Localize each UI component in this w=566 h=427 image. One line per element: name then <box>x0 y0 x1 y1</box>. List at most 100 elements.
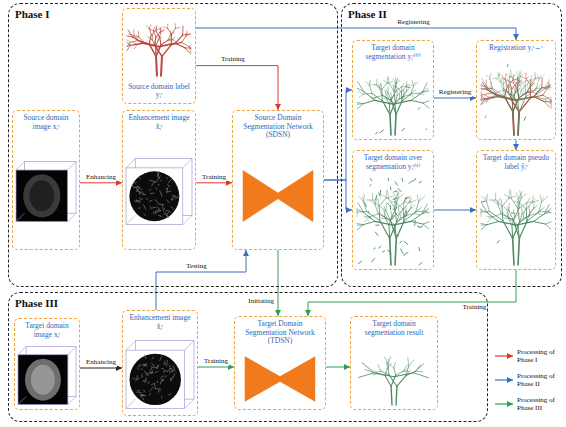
drawing-part <box>516 71 519 76</box>
drawing-part <box>526 89 528 97</box>
drawing-part <box>149 200 152 202</box>
drawing-part <box>395 225 397 238</box>
drawing-part <box>506 74 512 77</box>
drawing-part <box>362 197 364 202</box>
drawing-part <box>534 89 545 97</box>
drawing-part <box>155 213 156 215</box>
box-label: Registration yᵢˢ→ᵗ <box>477 41 555 56</box>
drawing-part <box>384 207 386 212</box>
drawing-part <box>183 215 192 224</box>
image-box: Source Domain Segmentation Network (SDSN… <box>232 110 324 250</box>
drawing-part <box>518 100 519 112</box>
drawing-part <box>545 224 551 229</box>
drawing-part <box>136 35 139 37</box>
drawing-part <box>143 390 145 393</box>
drawing-part <box>388 178 389 180</box>
drawing-part <box>151 182 155 186</box>
drawing-part <box>406 84 408 87</box>
drawing-part <box>527 212 539 221</box>
drawing-part <box>422 209 428 213</box>
edge-label: Training <box>220 56 246 64</box>
drawing-part <box>135 378 139 381</box>
drawing-part <box>393 192 396 198</box>
drawing-part <box>398 194 403 198</box>
drawing-part <box>411 221 423 224</box>
drawing-part <box>518 112 519 135</box>
image-box: Target domain segmentation yᵢᵗ⁽⁰⁾ <box>352 40 434 140</box>
drawing-part <box>409 360 414 366</box>
drawing-part <box>174 197 179 199</box>
drawing-part <box>173 37 175 40</box>
drawing-part <box>512 100 514 112</box>
drawing-part <box>545 222 551 224</box>
flow-arrow <box>434 98 476 99</box>
mri-s-illustration <box>16 162 76 222</box>
drawing-part <box>486 75 490 80</box>
drawing-part <box>518 112 519 135</box>
drawing-part <box>167 24 168 29</box>
drawing-part <box>399 97 404 99</box>
drawing-part <box>157 175 160 180</box>
flow-arrow <box>196 182 232 183</box>
drawing-part <box>419 181 421 182</box>
drawing-part <box>155 371 158 373</box>
drawing-part <box>422 83 427 92</box>
drawing-part <box>153 27 155 31</box>
drawing-part <box>139 199 143 201</box>
drawing-part <box>363 194 365 202</box>
drawing-part <box>384 212 387 219</box>
drawing-part <box>160 30 165 32</box>
drawing-part <box>381 84 383 89</box>
drawing-part <box>132 184 135 188</box>
drawing-part <box>380 88 382 95</box>
drawing-part <box>131 43 143 45</box>
drawing-part <box>133 37 143 43</box>
drawing-part <box>280 356 315 401</box>
drawing-part <box>404 369 408 371</box>
drawing-part <box>374 373 394 377</box>
box-label: Source domain image xᵢˢ <box>13 111 79 134</box>
drawing-part <box>155 56 158 75</box>
drawing-part <box>161 376 164 377</box>
drawing-part <box>534 97 546 100</box>
drawing-part <box>541 78 542 88</box>
legend-entry: Processing of Phase II <box>494 372 561 388</box>
drawing-part <box>396 91 397 96</box>
drawing-part <box>365 202 367 206</box>
drawing-part <box>166 188 168 193</box>
edge-label: Registering <box>438 89 472 97</box>
drawing-part <box>539 207 545 212</box>
drawing-part <box>357 212 358 216</box>
legend-text: Processing of Phase III <box>517 396 561 412</box>
drawing-part <box>509 84 511 88</box>
drawing-part <box>168 29 172 35</box>
drawing-part <box>159 191 161 194</box>
drawing-part <box>169 372 171 374</box>
drawing-part <box>24 162 76 214</box>
drawing-part <box>385 357 389 364</box>
drawing-part <box>158 184 160 186</box>
flow-arrow <box>198 367 234 368</box>
drawing-part <box>130 354 181 405</box>
drawing-part <box>498 221 516 225</box>
drawing-part <box>395 238 396 265</box>
drawing-part <box>482 196 487 202</box>
drawing-part <box>521 208 523 214</box>
drawing-part <box>396 87 401 92</box>
drawing-part <box>487 213 498 222</box>
drawing-part <box>501 199 503 206</box>
drawing-part <box>126 215 135 224</box>
drawing-part <box>145 379 147 382</box>
drawing-part <box>138 207 140 208</box>
drawing-part <box>379 246 381 248</box>
drawing-part <box>155 199 158 203</box>
drawing-part <box>388 87 389 93</box>
drawing-part <box>23 174 60 217</box>
drawing-part <box>378 199 380 206</box>
drawing-part <box>514 96 519 112</box>
drawing-part <box>160 380 162 385</box>
drawing-part <box>155 37 156 45</box>
drawing-part <box>518 225 520 238</box>
drawing-part <box>160 28 161 32</box>
image-box: Target domain pseudo label ŷᵢᵗ <box>476 150 556 270</box>
